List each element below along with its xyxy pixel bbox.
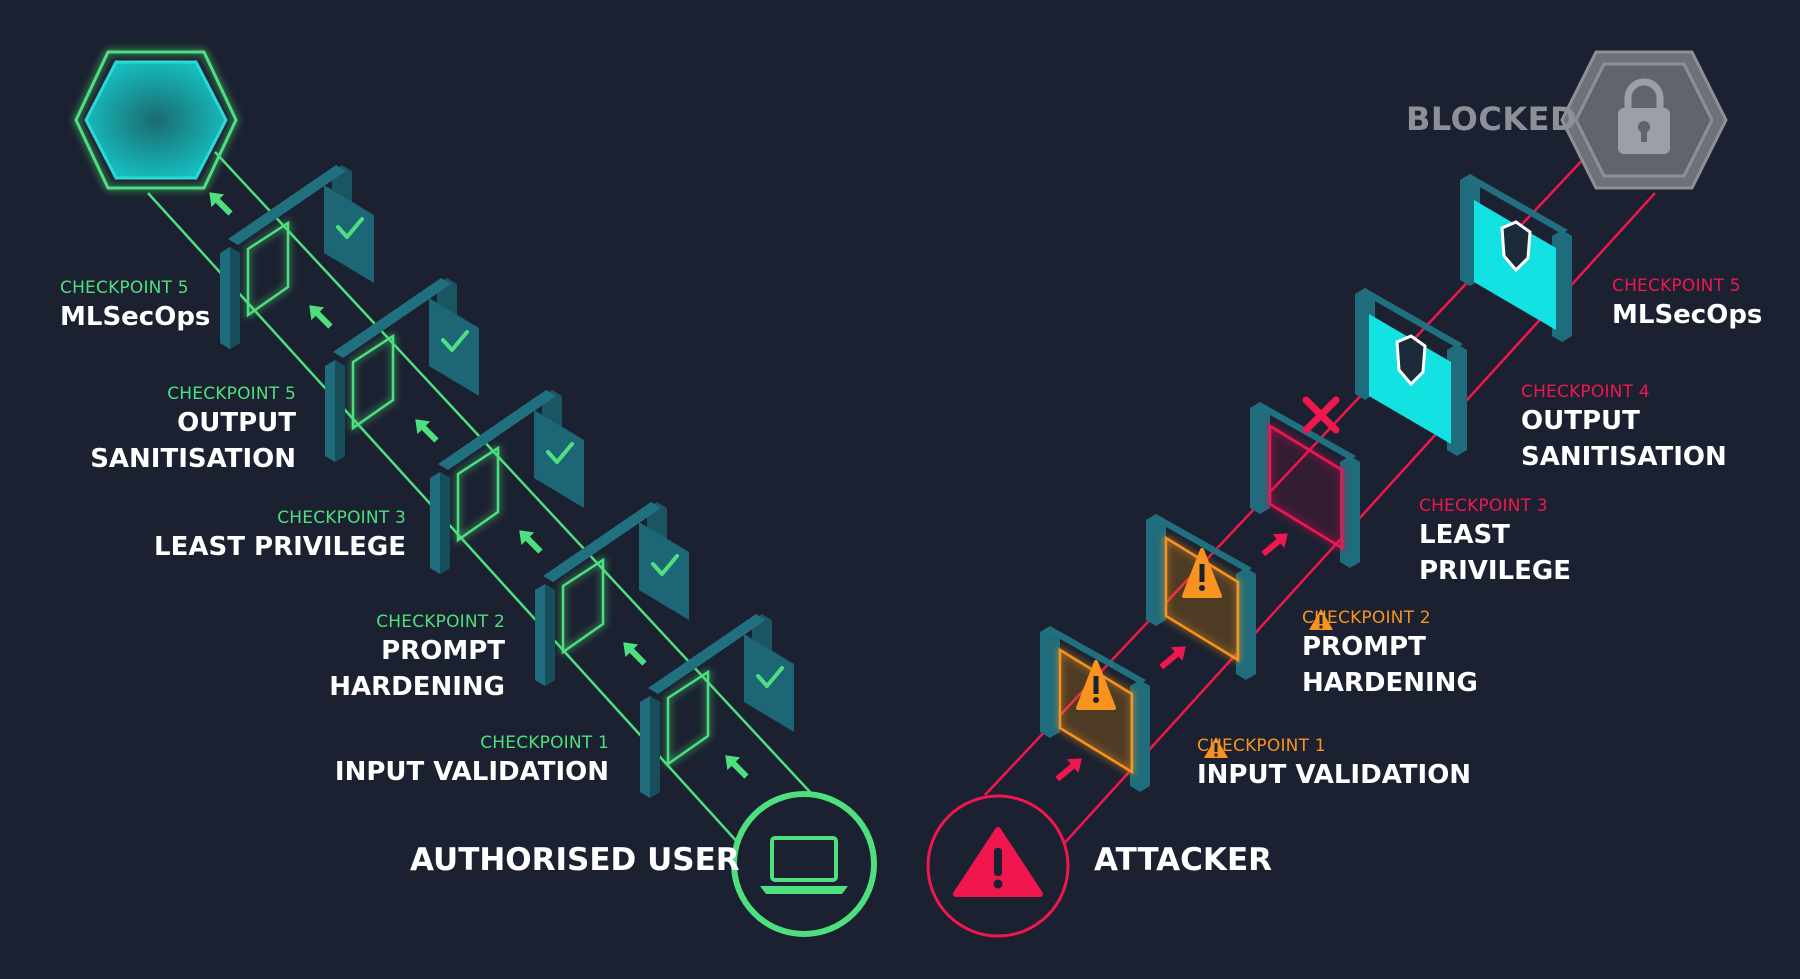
up-right-arrow-icon	[1055, 758, 1082, 782]
checkpoint-number: CHECKPOINT 3	[277, 508, 406, 528]
authorised-user-label: AUTHORISED USER	[410, 842, 740, 878]
up-left-arrow-icon	[623, 642, 647, 666]
attacker-warning-icon	[926, 794, 1070, 938]
check-icon	[756, 666, 784, 688]
user-checkpoint-gate	[640, 614, 794, 798]
up-right-arrow-icon	[1261, 533, 1288, 557]
attacker-checkpoint-5-gate	[1460, 174, 1572, 342]
checkpoint-title-line-1: OUTPUT	[1521, 406, 1640, 437]
check-icon	[441, 330, 469, 352]
checkpoint-title-line-1: PROMPT	[1302, 632, 1426, 663]
checkpoint-title-line-2: SANITISATION	[1521, 442, 1727, 473]
warning-icon	[1309, 609, 1333, 630]
check-icon	[336, 217, 364, 239]
attacker-checkpoint-2-gate	[1146, 514, 1256, 680]
user-checkpoint-gate	[535, 502, 689, 686]
checkpoint-title-row: INPUT VALIDATION	[1197, 737, 1472, 793]
checkpoint-title: LEAST PRIVILEGE	[154, 532, 406, 563]
warning-icon	[1204, 737, 1228, 758]
checkpoint-title-line-1: OUTPUT	[177, 408, 296, 439]
attacker-checkpoint-1-input-validation-label: CHECKPOINT 1 INPUT VALIDATION	[1197, 736, 1471, 793]
user-checkpoint-3-least-privilege-label: CHECKPOINT 3 LEAST PRIVILEGE	[154, 508, 406, 565]
checkpoint-number: CHECKPOINT 3	[1419, 496, 1548, 516]
checkpoint-title-line-2-row: HARDENING	[1302, 609, 1478, 701]
shield-icon	[1395, 334, 1427, 387]
checkpoint-title-line-2: HARDENING	[1302, 668, 1478, 699]
attacker-checkpoint-4-output-sanitisation-label: CHECKPOINT 4 OUTPUT SANITISATION	[1521, 382, 1727, 475]
checkpoint-title-line-1: LEAST	[1419, 520, 1510, 551]
blocked-label: BLOCKED	[1406, 100, 1578, 138]
up-left-arrow-icon	[725, 755, 749, 779]
checkpoint-title-line-2: PRIVILEGE	[1419, 556, 1571, 587]
user-checkpoint-gate	[220, 165, 374, 349]
up-left-arrow-icon	[309, 305, 333, 329]
checkpoint-number: CHECKPOINT 5	[60, 278, 189, 298]
attacker-label: ATTACKER	[1094, 842, 1272, 878]
attacker-path-arrows	[1055, 533, 1288, 782]
user-path-rail-right	[214, 151, 811, 793]
checkpoint-title-line-2: SANITISATION	[90, 444, 296, 475]
user-checkpoint-2-prompt-hardening-label: CHECKPOINT 2 PROMPT HARDENING	[329, 612, 505, 705]
attacker-checkpoint-5-mlsecops-label: CHECKPOINT 5 MLSecOps	[1612, 276, 1762, 333]
up-left-arrow-icon	[415, 419, 439, 443]
user-checkpoint-5-mlsecops-label: CHECKPOINT 5 MLSecOps	[60, 278, 210, 335]
up-right-arrow-icon	[1159, 646, 1186, 670]
attacker-checkpoint-gates	[1040, 174, 1572, 792]
user-checkpoint-1-input-validation-label: CHECKPOINT 1 INPUT VALIDATION	[335, 733, 609, 790]
user-path-arrows	[209, 192, 749, 779]
warning-icon	[1076, 660, 1116, 710]
shield-icon	[1500, 220, 1532, 273]
attacker-checkpoint-1-gate	[1040, 626, 1150, 792]
checkpoint-title: INPUT VALIDATION	[334, 757, 609, 788]
check-icon	[546, 442, 574, 464]
x-icon	[1302, 396, 1340, 434]
checkpoint-number: CHECKPOINT 1	[480, 733, 609, 753]
lock-icon	[1560, 50, 1728, 190]
checkpoint-number: CHECKPOINT 2	[1302, 608, 1431, 628]
up-left-arrow-icon	[209, 192, 233, 216]
warning-icon	[1182, 548, 1222, 598]
attacker-checkpoint-4-gate	[1355, 288, 1467, 456]
up-left-arrow-icon	[519, 530, 543, 554]
checkpoint-number: CHECKPOINT 5	[1612, 276, 1741, 296]
checkpoint-title-line-2: HARDENING	[329, 672, 505, 703]
laptop-icon	[731, 791, 877, 937]
destination-hexagon-icon	[74, 50, 238, 190]
user-checkpoint-gate	[430, 390, 584, 574]
checkpoint-number: CHECKPOINT 4	[1521, 382, 1650, 402]
user-checkpoint-output-sanitisation-label: CHECKPOINT 5 OUTPUT SANITISATION	[90, 384, 296, 477]
check-icon	[651, 554, 679, 576]
attacker-checkpoint-3-least-privilege-label: CHECKPOINT 3 LEAST PRIVILEGE	[1419, 496, 1571, 589]
attacker-checkpoint-2-prompt-hardening-label: CHECKPOINT 2 PROMPT HARDENING	[1302, 608, 1478, 701]
checkpoint-title-line-1: PROMPT	[381, 636, 505, 667]
user-checkpoint-gates	[220, 165, 794, 798]
checkpoint-number: CHECKPOINT 5	[167, 384, 296, 404]
checkpoint-title: MLSecOps	[60, 302, 211, 333]
checkpoint-number: CHECKPOINT 2	[376, 612, 505, 632]
checkpoint-title: INPUT VALIDATION	[1197, 760, 1472, 791]
checkpoint-number: CHECKPOINT 1	[1197, 736, 1326, 756]
user-checkpoint-gate	[325, 278, 479, 462]
checkpoint-title: MLSecOps	[1612, 300, 1763, 331]
